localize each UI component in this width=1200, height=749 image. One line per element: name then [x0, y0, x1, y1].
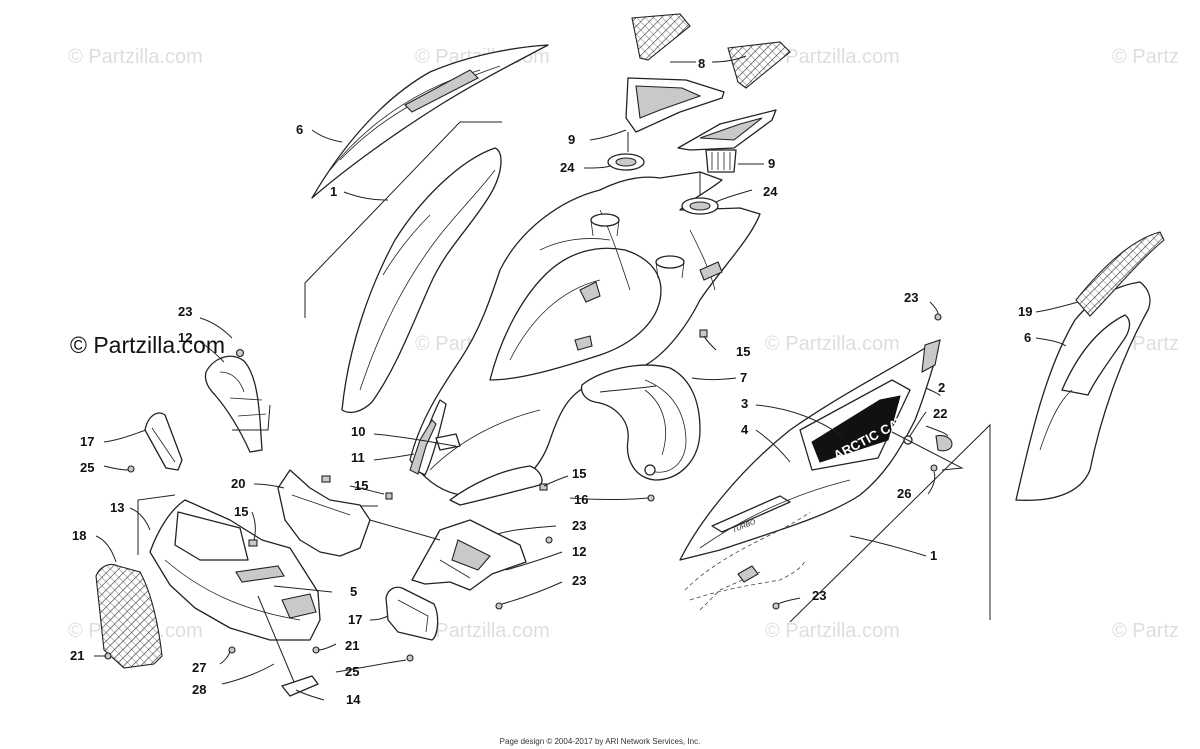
callout-15: 15: [572, 466, 586, 481]
callout-12: 12: [178, 330, 192, 345]
callout-3: 3: [741, 396, 748, 411]
left-side-panel: [304, 121, 502, 413]
hood-trim-strip: [311, 44, 549, 199]
callout-1: 1: [930, 548, 937, 563]
callout-6: 6: [296, 122, 303, 137]
callout-11: 11: [351, 450, 365, 465]
watermark: © Partzilla.com: [415, 620, 550, 642]
air-vent-assembly: [607, 13, 791, 215]
callout-2: 2: [938, 380, 945, 395]
callout-17: 17: [80, 434, 94, 449]
callout-numbers: 6 1 8 9 9 24 24 23 19 6 15 7 2 3 22 4 26…: [70, 56, 1032, 707]
callout-23: 23: [178, 304, 192, 319]
callout-23: 23: [572, 573, 586, 588]
right-hood-panel: [1015, 231, 1165, 501]
callout-23: 23: [572, 518, 586, 533]
callout-14: 14: [346, 692, 361, 707]
callout-24: 24: [763, 184, 778, 199]
callout-26: 26: [897, 486, 911, 501]
callout-4: 4: [741, 422, 749, 437]
callout-8: 8: [698, 56, 705, 71]
main-watermark: © Partzilla.com: [70, 332, 225, 358]
callout-9: 9: [568, 132, 575, 147]
leader-lines: [94, 55, 1079, 701]
callout-13: 13: [110, 500, 124, 515]
watermark: © Partz: [1112, 620, 1179, 642]
callout-28: 28: [192, 682, 206, 697]
callout-12: 12: [572, 544, 586, 559]
callout-5: 5: [350, 584, 357, 599]
inner-duct-panel: [580, 364, 701, 481]
callout-23: 23: [812, 588, 826, 603]
callout-17: 17: [348, 612, 362, 627]
callout-24: 24: [560, 160, 575, 175]
callout-18: 18: [72, 528, 86, 543]
fasteners: [104, 313, 953, 662]
callout-15: 15: [736, 344, 750, 359]
callout-9: 9: [768, 156, 775, 171]
callout-25: 25: [80, 460, 94, 475]
callout-25: 25: [345, 664, 359, 679]
right-side-panel: ARCTIC CAT TURBO: [679, 339, 991, 623]
callout-10: 10: [351, 424, 365, 439]
watermark: © Partzilla.com: [765, 333, 900, 355]
callout-7: 7: [740, 370, 747, 385]
watermark: © Partzilla.com: [765, 620, 900, 642]
watermark: © Partz: [1112, 46, 1179, 68]
callout-21: 21: [70, 648, 84, 663]
callout-1: 1: [330, 184, 337, 199]
watermark: © Partzilla.com: [68, 46, 203, 68]
callout-19: 19: [1018, 304, 1032, 319]
callout-23: 23: [904, 290, 918, 305]
callout-15: 15: [234, 504, 248, 519]
callout-6: 6: [1024, 330, 1031, 345]
callout-22: 22: [933, 406, 947, 421]
callout-27: 27: [192, 660, 206, 675]
lower-nose-assembly: [95, 355, 527, 697]
callout-20: 20: [231, 476, 245, 491]
hood-main-body: [409, 171, 761, 506]
callout-21: 21: [345, 638, 359, 653]
watermark: © Partzilla.com: [765, 46, 900, 68]
footer-copyright: Page design © 2004-2017 by ARI Network S…: [499, 737, 701, 746]
callout-15: 15: [354, 478, 368, 493]
callout-16: 16: [574, 492, 588, 507]
side-vent-trims: [409, 419, 461, 475]
